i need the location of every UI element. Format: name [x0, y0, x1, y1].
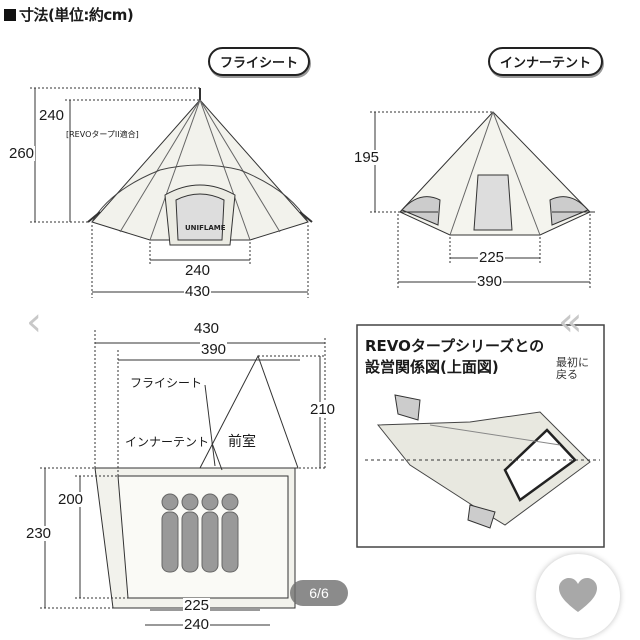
inner-height: 195 [353, 149, 381, 166]
plan-label-fly: フライシート [130, 376, 203, 390]
plan-width-inner: 390 [200, 341, 228, 358]
plan-label-vestibule: 前室 [228, 434, 256, 450]
inner-tent-drawing [370, 111, 595, 288]
page-title: 寸法(単位:約cm) [4, 4, 134, 25]
inner-base-inner: 225 [478, 249, 506, 266]
inner-tent-label: インナーテント [488, 47, 604, 76]
revo-title-line2: 設営関係図(上面図) [365, 358, 499, 376]
plan-label-inner: インナーテント [125, 435, 210, 449]
brand-logo-text: UNIFLAME [185, 224, 226, 232]
fly-height-pole: 240 [38, 107, 66, 124]
fly-base-inner: 240 [184, 262, 212, 279]
gallery-counter: 6/6 [290, 580, 348, 606]
plan-width-outer: 430 [193, 320, 221, 337]
plan-left-outer: 230 [25, 525, 53, 542]
revo-title-line1: REVOタープシリーズとの [365, 337, 545, 355]
fly-base-outer: 430 [184, 283, 212, 300]
double-chevron-left-icon[interactable]: « [558, 299, 583, 345]
back-to-start-link[interactable]: 最初に戻る [556, 356, 589, 381]
fly-sheet-drawing: UNIFLAME [30, 87, 313, 298]
plan-vestibule-depth: 210 [309, 401, 337, 418]
plan-left-inner: 200 [57, 491, 85, 508]
inner-base-outer: 390 [476, 273, 504, 290]
fly-sheet-label: フライシート [208, 47, 311, 76]
chevron-left-icon[interactable]: ‹ [26, 299, 42, 345]
revo-diagram [356, 324, 605, 548]
page-title-text: 寸法(単位:約cm) [19, 6, 134, 24]
heart-icon [559, 578, 597, 612]
plan-view-drawing [40, 330, 326, 626]
plan-bottom-outer: 240 [183, 616, 211, 633]
like-button[interactable] [536, 554, 620, 638]
compat-note: [REVOタープII適合] [66, 130, 139, 139]
fly-height-total: 260 [8, 145, 36, 162]
bullet-square-icon [4, 9, 16, 21]
plan-bottom-inner: 225 [183, 597, 211, 614]
